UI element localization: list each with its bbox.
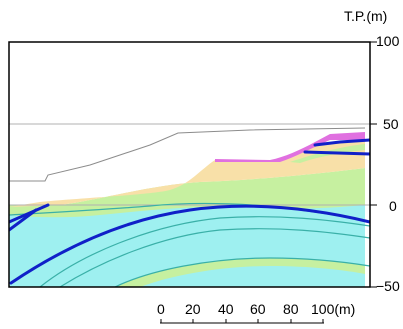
scale-label-0: 0 [157, 301, 165, 317]
elevation-tick-minus50: −50 [376, 278, 400, 294]
scale-label-80: 80 [283, 301, 299, 317]
scale-label-20: 20 [185, 301, 201, 317]
ground-surface-line [9, 127, 366, 182]
elevation-unit-label: T.P.(m) [344, 8, 388, 24]
scale-bar [160, 319, 324, 324]
scale-label-60: 60 [250, 301, 266, 317]
section-frame [8, 41, 371, 288]
elevation-tick-100: 100 [376, 33, 400, 49]
scale-label-100m: 100(m) [311, 301, 356, 317]
elevation-tick-0: 0 [389, 198, 397, 214]
blue-boundary-right [303, 150, 370, 156]
thin-boundary-arch-1 [39, 216, 370, 287]
tan-layer [9, 138, 365, 207]
magenta-layer [215, 132, 365, 162]
blue-boundary-left-1 [9, 203, 50, 224]
cyan-bottom-band [140, 266, 365, 287]
blue-boundary-right-2 [313, 138, 370, 147]
thin-boundary-arch-2 [59, 228, 370, 287]
thin-boundary-lower [114, 257, 370, 287]
elevation-tick-50: 50 [383, 116, 399, 132]
scale-label-40: 40 [218, 301, 234, 317]
blue-boundary-arch [9, 204, 370, 285]
blue-boundary-left-2 [9, 208, 38, 232]
